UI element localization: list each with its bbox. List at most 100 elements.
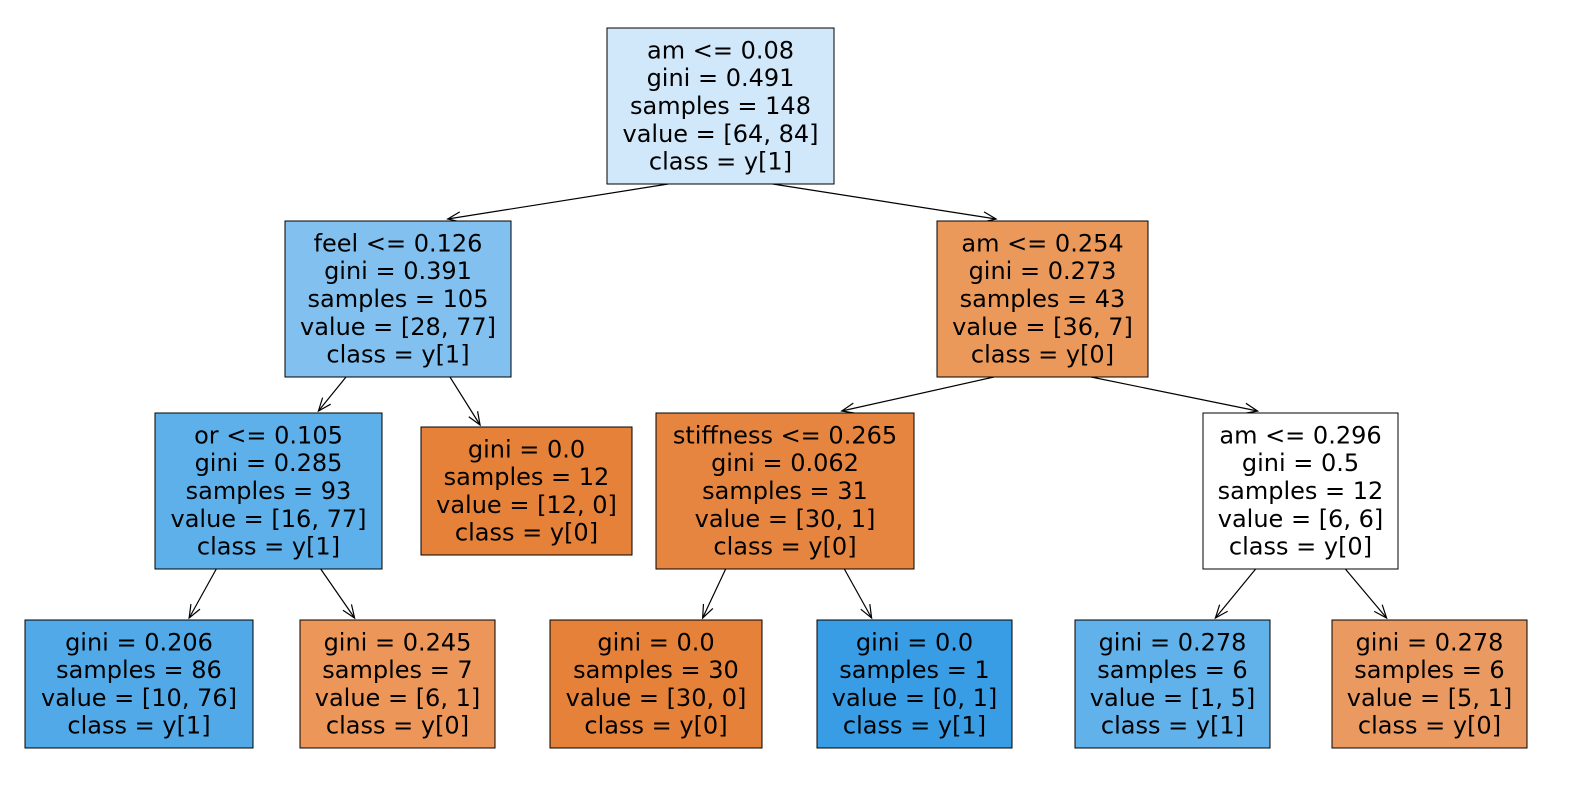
node-line: samples = 31: [702, 477, 868, 505]
node-line: feel <= 0.126: [314, 229, 483, 257]
node-line: gini = 0.0: [468, 435, 585, 463]
node-box: [936, 220, 1149, 378]
node-box: [816, 619, 1013, 749]
node-line: class = y[1]: [197, 533, 340, 561]
edge-n6-n11: [1214, 568, 1257, 619]
node-line: value = [12, 0]: [436, 491, 617, 519]
edge-n3-n7: [188, 568, 217, 619]
node-box: [24, 619, 254, 749]
node-box: [606, 27, 835, 185]
node-box: [549, 619, 763, 749]
edge-n2-n6: [1090, 376, 1258, 412]
node-line: gini = 0.273: [969, 257, 1117, 285]
node-line: gini = 0.245: [324, 628, 472, 656]
node-line: class = y[1]: [843, 712, 986, 740]
node-line: or <= 0.105: [194, 421, 343, 449]
node-line: value = [0, 1]: [832, 684, 997, 712]
node-box: [655, 412, 915, 570]
node-box: [299, 619, 496, 749]
arrowhead-icon: [860, 604, 873, 620]
node-line: samples = 105: [308, 285, 489, 313]
node-line: samples = 1: [839, 656, 989, 684]
node-line: class = y[0]: [326, 712, 469, 740]
node-line: value = [6, 6]: [1218, 505, 1383, 533]
arrowhead-icon: [468, 411, 481, 427]
node-line: gini = 0.0: [597, 628, 714, 656]
node-line: samples = 6: [1354, 656, 1504, 684]
node-line: class = y[1]: [1101, 712, 1244, 740]
node-line: samples = 12: [1218, 477, 1384, 505]
node-line: am <= 0.296: [1219, 421, 1381, 449]
node-line: samples = 6: [1097, 656, 1247, 684]
arrowhead-icon: [317, 397, 331, 413]
node-line: samples = 93: [186, 477, 352, 505]
node-line: samples = 7: [322, 656, 472, 684]
node-line: value = [36, 7]: [952, 313, 1133, 341]
node-line: gini = 0.5: [1242, 449, 1359, 477]
edge-n2-n5: [841, 376, 995, 412]
node-line: value = [1, 5]: [1090, 684, 1255, 712]
edge-n5-n10: [843, 568, 873, 619]
node-line: samples = 43: [960, 285, 1126, 313]
node-line: value = [5, 1]: [1347, 684, 1512, 712]
node-line: am <= 0.08: [647, 36, 794, 64]
node-line: class = y[1]: [326, 341, 469, 369]
node-line: samples = 30: [573, 656, 739, 684]
node-line: value = [28, 77]: [300, 313, 496, 341]
node-line: value = [30, 1]: [695, 505, 876, 533]
node-line: class = y[0]: [1358, 712, 1501, 740]
arrowhead-icon: [701, 603, 714, 620]
node-line: class = y[0]: [1229, 533, 1372, 561]
edge-n6-n12: [1344, 568, 1388, 619]
node-line: value = [16, 77]: [171, 505, 367, 533]
node-line: gini = 0.391: [324, 257, 472, 285]
node-line: class = y[1]: [649, 148, 792, 176]
node-line: value = [64, 84]: [623, 120, 819, 148]
arrowhead-icon: [1373, 604, 1388, 620]
node-line: gini = 0.285: [195, 449, 343, 477]
node-box: [1331, 619, 1528, 749]
node-box: [1202, 412, 1399, 570]
node-line: gini = 0.206: [65, 628, 213, 656]
edge-root-n2: [772, 183, 997, 220]
arrowhead-icon: [1214, 604, 1228, 620]
node-line: class = y[0]: [971, 341, 1114, 369]
node-line: stiffness <= 0.265: [673, 421, 897, 449]
node-line: value = [6, 1]: [315, 684, 480, 712]
node-line: class = y[1]: [67, 712, 210, 740]
node-line: gini = 0.278: [1356, 628, 1504, 656]
node-line: gini = 0.062: [711, 449, 859, 477]
node-line: value = [30, 0]: [566, 684, 747, 712]
node-line: class = y[0]: [455, 519, 598, 547]
node-box: [154, 412, 383, 570]
node-box: [420, 426, 633, 556]
node-box: [284, 220, 512, 378]
node-line: am <= 0.254: [961, 229, 1123, 257]
node-line: gini = 0.0: [856, 628, 973, 656]
node-line: samples = 12: [444, 463, 610, 491]
node-line: value = [10, 76]: [41, 684, 237, 712]
arrowhead-icon: [342, 604, 356, 620]
node-line: samples = 86: [56, 656, 222, 684]
arrowhead-icon: [840, 402, 856, 414]
node-line: class = y[0]: [713, 533, 856, 561]
node-box: [1074, 619, 1271, 749]
node-line: samples = 148: [630, 92, 811, 120]
edge-n1-n4: [449, 376, 481, 426]
node-line: gini = 0.491: [647, 64, 795, 92]
